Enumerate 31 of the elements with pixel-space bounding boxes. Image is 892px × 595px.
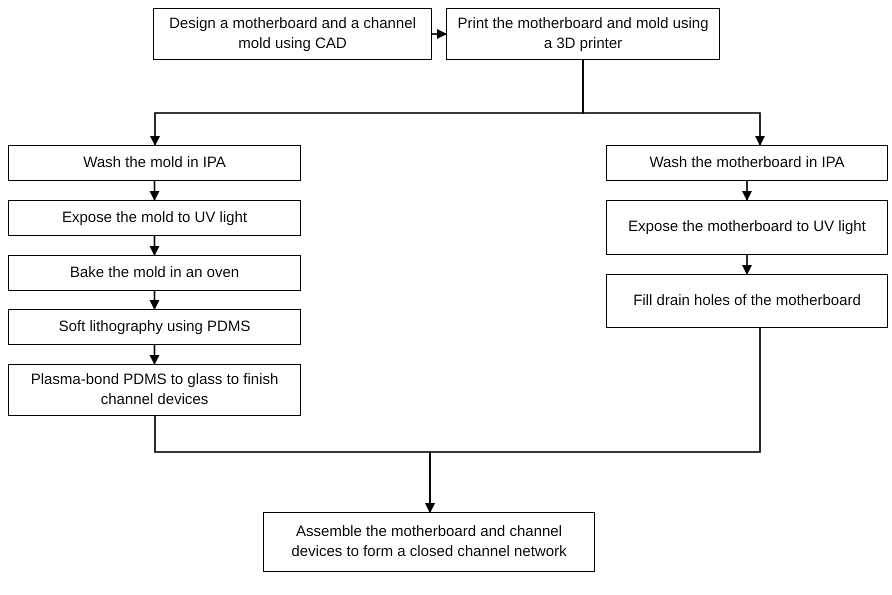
process-box bbox=[606, 200, 888, 255]
step-text: Expose the motherboard to UV light bbox=[628, 217, 866, 238]
arrow bbox=[150, 236, 160, 256]
process-box bbox=[606, 145, 888, 181]
process-box bbox=[8, 364, 301, 416]
arrow bbox=[582, 60, 765, 146]
arrow bbox=[150, 181, 160, 201]
step-text: Plasma-bond PDMS to glass to finish channel devices bbox=[30, 370, 280, 410]
process-box bbox=[8, 255, 301, 291]
step-text: Wash the motherboard in IPA bbox=[649, 152, 845, 173]
arrow bbox=[432, 29, 447, 39]
process-box bbox=[263, 512, 595, 572]
process-box bbox=[153, 8, 432, 60]
process-box bbox=[446, 8, 720, 60]
process-box bbox=[8, 145, 301, 181]
arrow bbox=[150, 345, 160, 365]
arrow bbox=[742, 255, 752, 275]
arrow bbox=[742, 181, 752, 201]
step-text: Print the motherboard and mold using a 3D printer bbox=[456, 14, 710, 54]
step-text: Design a motherboard and a channel mold using CAD bbox=[168, 14, 417, 54]
step-text: Wash the mold in IPA bbox=[83, 152, 226, 173]
step-text: Fill drain holes of the motherboard bbox=[633, 290, 861, 311]
process-box bbox=[8, 309, 301, 345]
process-box bbox=[606, 274, 888, 328]
step-text: Soft lithography using PDMS bbox=[58, 316, 250, 337]
arrow bbox=[150, 291, 160, 310]
step-text: Bake the mold in an oven bbox=[70, 262, 240, 283]
step-text: Expose the mold to UV light bbox=[62, 208, 248, 228]
process-box bbox=[8, 200, 301, 236]
arrow bbox=[425, 328, 761, 513]
step-text: Assemble the motherboard and channel devices to form a closed channel network bbox=[290, 522, 568, 562]
